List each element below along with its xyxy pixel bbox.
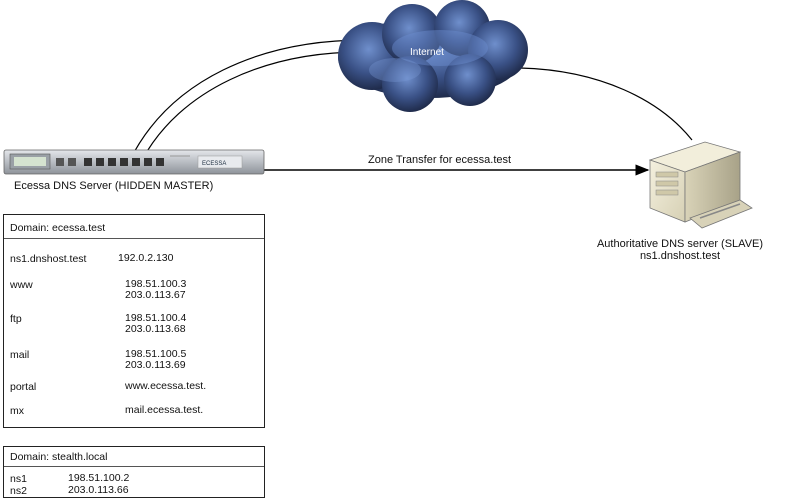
record-value: 198.51.100.5 <box>125 348 187 360</box>
master-label: Ecessa DNS Server (HIDDEN MASTER) <box>14 180 214 192</box>
internet-label: Internet <box>410 47 444 58</box>
slave-label-line1: Authoritative DNS server (SLAVE) <box>596 238 764 250</box>
record-value: mail.ecessa.test. <box>125 404 204 416</box>
record-value: 198.51.100.4 <box>125 312 187 324</box>
record-value: 198.51.100.3 <box>125 278 187 290</box>
record-value: 203.0.113.66 <box>68 484 129 496</box>
zone-ecessa-domain: Domain: ecessa.test <box>4 215 264 239</box>
internet-link-arc-outer <box>129 39 366 161</box>
record-name: ns1 <box>10 473 27 485</box>
internet-cloud-icon <box>338 0 528 112</box>
record-name: mx <box>10 405 24 417</box>
zone-transfer-label: Zone Transfer for ecessa.test <box>368 154 512 166</box>
record-name: ftp <box>10 313 22 325</box>
record-name: portal <box>10 381 37 393</box>
record-name: www <box>10 279 33 291</box>
zone-ecessa-box: Domain: ecessa.test ns1.dnshost.test 192… <box>3 214 265 428</box>
record-name: ns2 <box>10 485 27 497</box>
record-value: 198.51.100.2 <box>68 472 130 484</box>
ecessa-device-icon: ECESSA <box>3 149 265 175</box>
record-value: 192.0.2.130 <box>118 252 174 264</box>
record-name: ns1.dnshost.test <box>10 253 87 265</box>
device-brand-text: ECESSA <box>202 161 226 167</box>
slave-label: Authoritative DNS server (SLAVE) ns1.dns… <box>590 238 770 262</box>
internet-link-arc-inner <box>141 51 363 161</box>
record-value: 203.0.113.68 <box>125 323 186 335</box>
slave-server-icon <box>648 141 753 229</box>
zone-stealth-domain: Domain: stealth.local <box>4 447 264 467</box>
record-name: mail <box>10 349 30 361</box>
record-value: 203.0.113.67 <box>125 289 186 301</box>
record-value: www.ecessa.test. <box>125 380 207 392</box>
slave-label-line2: ns1.dnshost.test <box>639 250 721 262</box>
zone-stealth-box: Domain: stealth.local ns1 198.51.100.2 n… <box>3 446 265 498</box>
internet-link-to-slave <box>519 67 693 141</box>
record-value: 203.0.113.69 <box>125 359 186 371</box>
